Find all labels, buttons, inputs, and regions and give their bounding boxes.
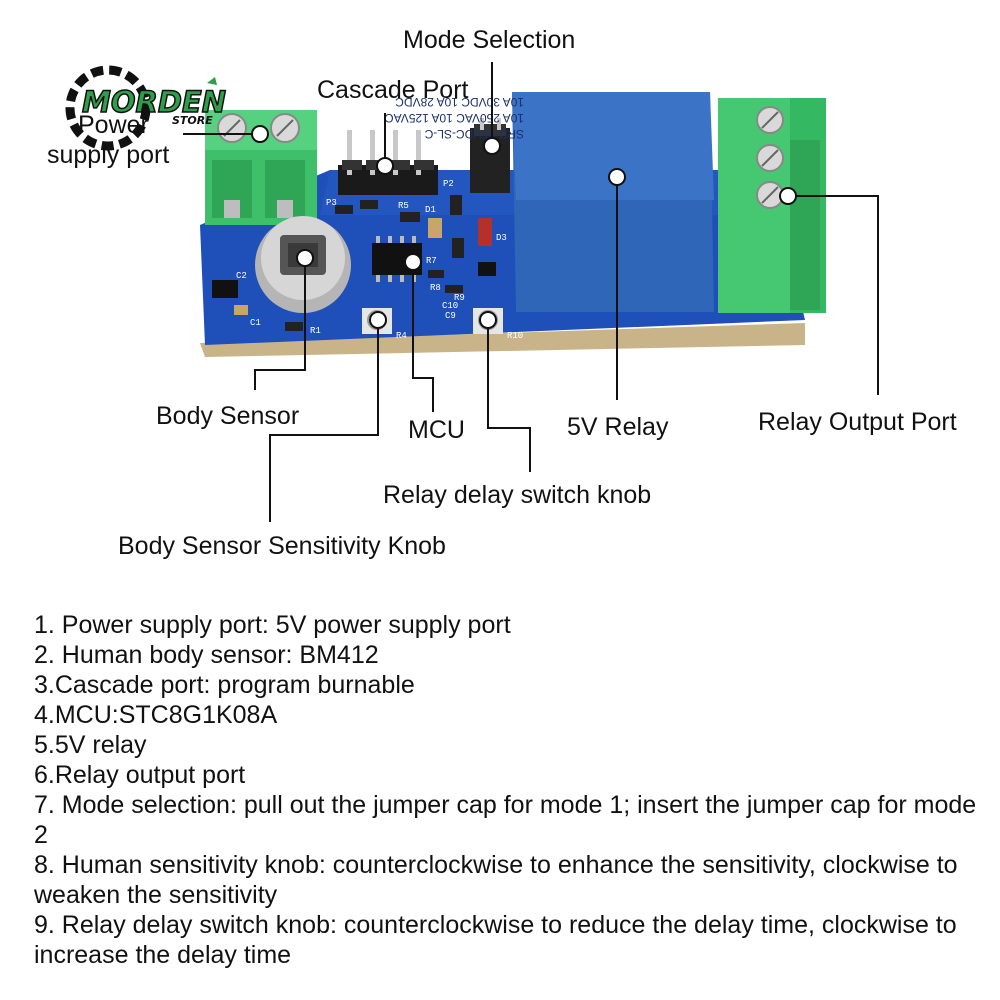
silk-d1: D1 (425, 205, 436, 215)
description-item: 4.MCU:STC8G1K08A (34, 701, 278, 729)
description-item: 6.Relay output port (34, 761, 246, 789)
pcb-edge (200, 323, 805, 357)
description-item: 9. Relay delay switch knob: counterclock… (34, 911, 957, 969)
description-item: 8. Human sensitivity knob: counterclockw… (34, 851, 958, 909)
smd-components (212, 195, 496, 331)
label-relay-5v: 5V Relay (567, 413, 669, 441)
silk-d3: D3 (496, 233, 507, 243)
silk-r9: R9 (454, 293, 465, 303)
description-list: 1. Power supply port: 5V power supply po… (34, 610, 984, 970)
leader-dots (251, 125, 797, 329)
label-power-supply-2: supply port (47, 141, 169, 169)
label-mcu: MCU (408, 416, 465, 444)
dot-power-supply (251, 125, 269, 143)
dot-mode-selection (483, 137, 501, 155)
description-item: 5.5V relay (34, 731, 147, 759)
morden-store-logo: MORDEN STORE (65, 65, 227, 151)
dot-cascade-port (376, 157, 394, 175)
label-cascade-port: Cascade Port (317, 76, 469, 104)
dot-body-sensor (296, 249, 314, 267)
leader-lines (183, 62, 879, 522)
relay-marking-2: 10A 250VAC 10A 125VAC (385, 111, 524, 125)
dot-sensitivity-knob (369, 311, 387, 329)
silk-r4: R4 (396, 331, 407, 341)
description-item: 7. Mode selection: pull out the jumper c… (34, 791, 977, 849)
label-power-supply-1: Power (78, 111, 149, 139)
description-item: 1. Power supply port: 5V power supply po… (34, 611, 511, 639)
silk-p3: P3 (326, 198, 337, 208)
svg-text:MORDEN: MORDEN (82, 85, 226, 119)
silk-r5: R5 (398, 201, 409, 211)
relay-marking-1: SRD-05VDC-SL-C (424, 127, 524, 141)
label-delay-knob: Relay delay switch knob (383, 481, 651, 509)
label-mode-selection: Mode Selection (403, 26, 575, 54)
dot-relay (608, 168, 626, 186)
label-body-sensor: Body Sensor (156, 402, 299, 430)
silk-c10: C10 (442, 301, 458, 311)
svg-text:STORE: STORE (172, 114, 213, 127)
silk-c1: C1 (250, 318, 261, 328)
relay-output-terminal (718, 98, 826, 313)
silk-r7: R7 (426, 256, 437, 266)
silk-p2: P2 (443, 179, 454, 189)
label-sensitivity-knob: Body Sensor Sensitivity Knob (118, 532, 446, 560)
dot-relay-output (779, 187, 797, 205)
description-item: 2. Human body sensor: BM412 (34, 641, 379, 669)
description-item: 3.Cascade port: program burnable (34, 671, 415, 699)
silk-r8: R8 (430, 283, 441, 293)
silk-c2: C2 (236, 271, 247, 281)
module-diagram: SRD-05VDC-SL-C 10A 250VAC 10A 125VAC 10A… (47, 26, 957, 560)
silk-r10: R10 (507, 331, 523, 341)
dot-delay-knob (479, 311, 497, 329)
silk-r1: R1 (310, 326, 321, 336)
silk-c9: C9 (445, 311, 456, 321)
dot-mcu (404, 253, 422, 271)
label-relay-output: Relay Output Port (758, 408, 957, 436)
